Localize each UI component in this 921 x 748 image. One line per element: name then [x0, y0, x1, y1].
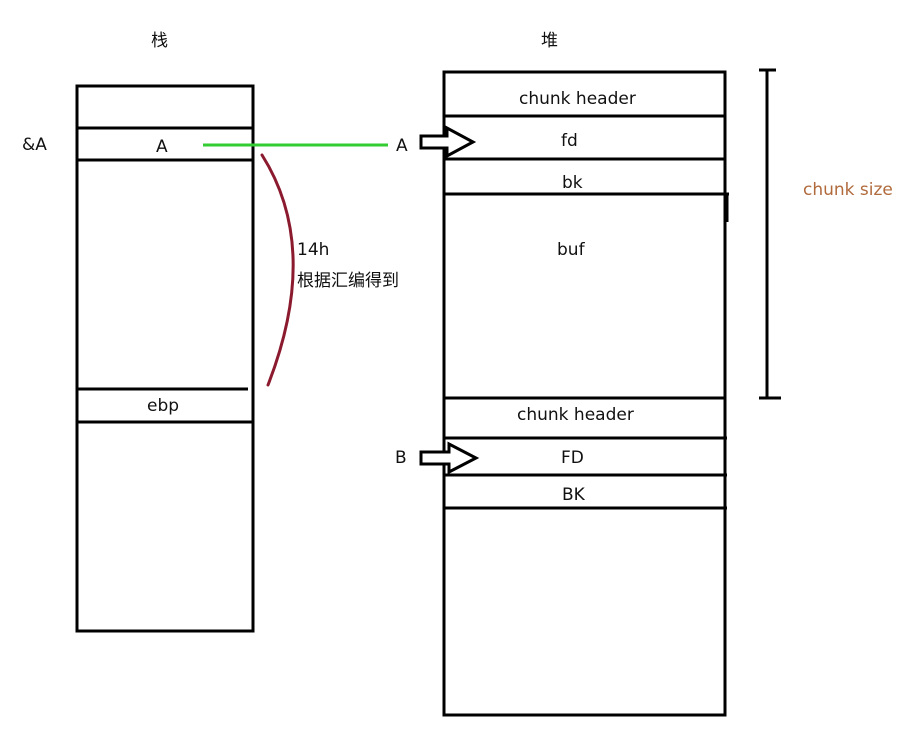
heap-box	[442, 70, 727, 717]
chunk-a-buf: buf	[557, 240, 586, 260]
arrow-right-icon	[419, 441, 480, 475]
stack-box	[75, 84, 255, 633]
heap-pointer-a-label: A	[396, 136, 408, 156]
stack-cell-ebp: ebp	[147, 396, 179, 416]
heap-pointer-b-label: B	[395, 448, 407, 468]
arrow-right-icon	[419, 125, 477, 159]
offset-note: 根据汇编得到	[297, 271, 399, 291]
chunk-a-fd: fd	[561, 131, 578, 151]
chunk-b-fd: FD	[561, 448, 584, 468]
chunk-b-bk: BK	[562, 485, 586, 505]
stack-title: 栈	[151, 31, 168, 51]
offset-value: 14h	[297, 240, 329, 260]
stack-pointer-label: &A	[22, 135, 47, 155]
chunk-size-label: chunk size	[803, 180, 893, 200]
chunk-a-header: chunk header	[519, 89, 636, 109]
stack-cell-a: A	[156, 137, 168, 157]
chunk-b-header: chunk header	[517, 405, 634, 425]
offset-brace	[260, 153, 295, 387]
heap-title: 堆	[541, 31, 558, 51]
chunk-a-bk: bk	[562, 173, 583, 193]
